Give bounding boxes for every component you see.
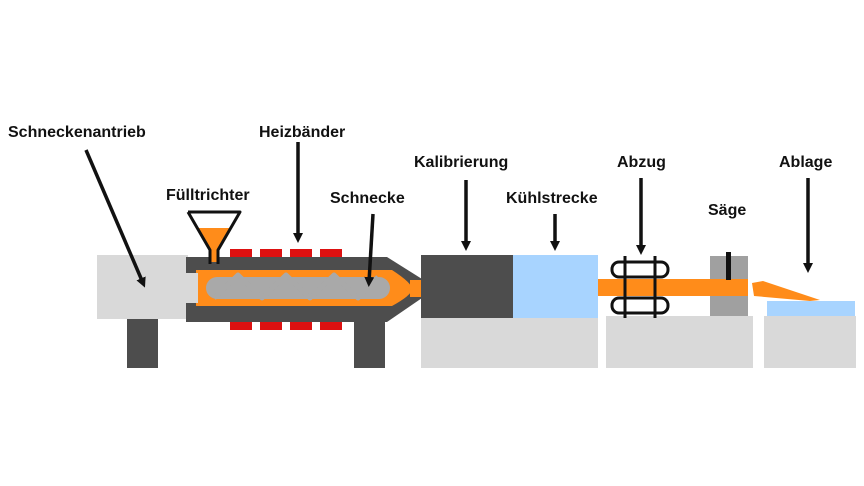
label-heizbaender: Heizbänder	[259, 124, 345, 141]
label-schnecke: Schnecke	[330, 190, 405, 207]
labels: Schneckenantrieb Heizbänder Fülltrichter…	[8, 124, 832, 219]
heater-band-top	[320, 249, 342, 257]
screw-coupling	[186, 273, 198, 303]
heater-band-bottom	[230, 322, 252, 330]
hopper	[186, 210, 242, 264]
screw-drive-leg	[127, 319, 158, 368]
label-abzug: Abzug	[617, 154, 666, 171]
screw-drive	[97, 255, 188, 368]
haul-off-tracks	[610, 256, 670, 318]
label-kuehlstrecke: Kühlstrecke	[506, 190, 598, 207]
extruder-barrel	[186, 257, 424, 368]
hopper-outline	[186, 210, 242, 264]
label-ablage: Ablage	[779, 154, 832, 171]
storage-base	[764, 316, 856, 368]
calibration-cooling-base	[421, 318, 598, 368]
extrudate-profile	[598, 279, 748, 296]
heater-band-bottom	[320, 322, 342, 330]
calibration-block	[421, 255, 513, 318]
heater-band-bottom	[290, 322, 312, 330]
heater-band-bottom	[260, 322, 282, 330]
calibration-cooling-unit	[421, 255, 598, 368]
label-kalibrierung: Kalibrierung	[414, 154, 508, 171]
arrow-schnecke	[364, 213, 375, 287]
arrow-schneckenantrieb	[84, 149, 146, 288]
storage-unit	[752, 281, 856, 368]
heater-band-top	[230, 249, 252, 257]
haul-off-saw-base	[606, 316, 753, 368]
cooling-section	[513, 255, 598, 318]
screw-drive-housing	[97, 255, 188, 319]
storage-tray	[767, 301, 855, 316]
screw-flight	[212, 272, 380, 301]
haul-off-track-lower	[610, 296, 670, 315]
hopper-melt-fill	[198, 228, 230, 251]
barrel-leg	[354, 322, 385, 368]
haul-off-track-upper	[610, 260, 670, 279]
heater-bands	[230, 249, 342, 330]
hopper-neck-melt	[210, 250, 218, 262]
label-fuelltrichter: Fülltrichter	[166, 187, 250, 204]
saw-blade	[726, 252, 731, 280]
barrel-nozzle-melt	[410, 280, 424, 297]
label-arrows	[84, 142, 813, 288]
haul-off-saw-unit	[598, 252, 753, 368]
label-saege: Säge	[708, 202, 746, 219]
cut-profile-piece	[752, 281, 820, 301]
heater-band-top	[260, 249, 282, 257]
heater-band-top	[290, 249, 312, 257]
label-schneckenantrieb: Schneckenantrieb	[8, 124, 146, 141]
